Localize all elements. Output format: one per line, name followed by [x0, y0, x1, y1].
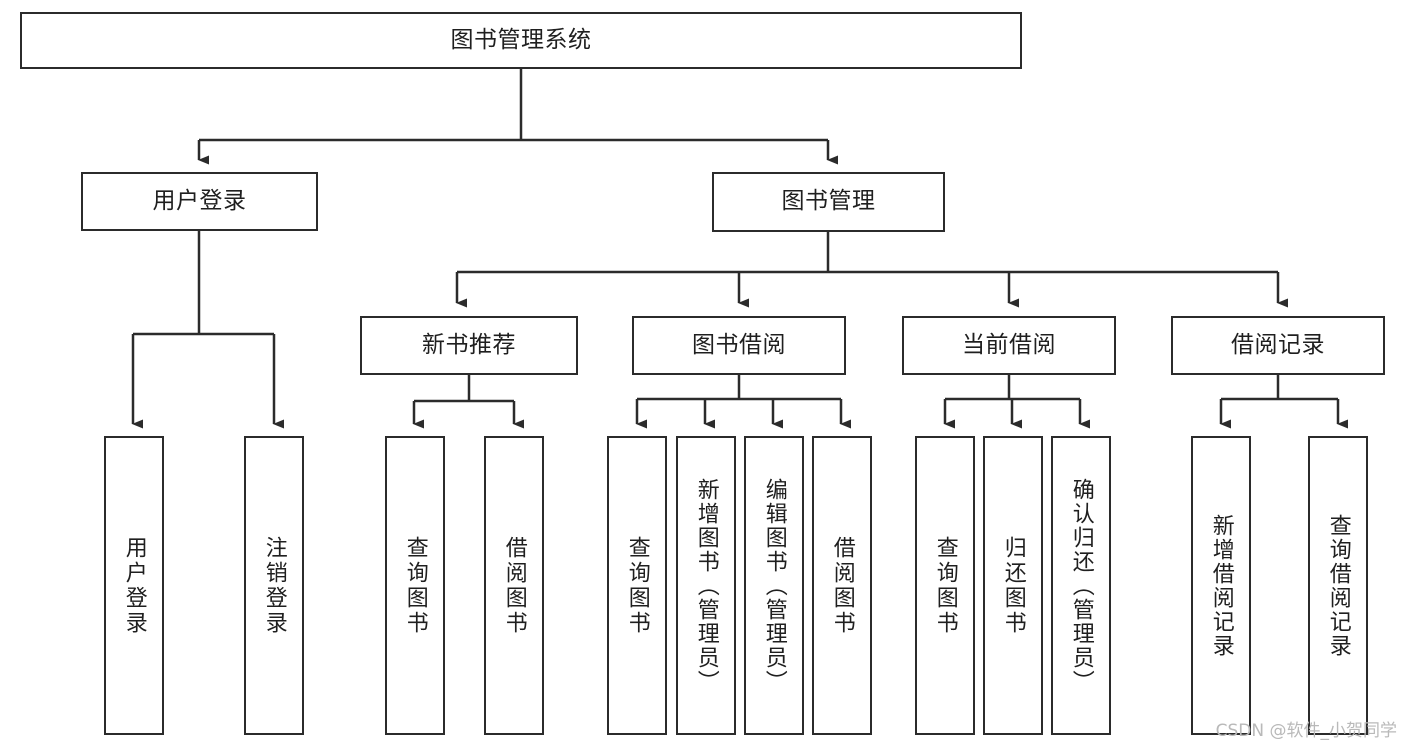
node-label: 借阅记录: [1231, 331, 1325, 358]
node-label: 查询借阅记录: [1325, 513, 1351, 658]
node-leaf-logout[interactable]: 注销登录: [244, 436, 304, 735]
node-leaf-borrow-book-2[interactable]: 借阅图书: [812, 436, 872, 735]
node-leaf-query-book-2[interactable]: 查询图书: [607, 436, 667, 735]
node-label: 编辑图书（管理员）: [761, 477, 787, 694]
node-leaf-confirm-return[interactable]: 确认归还（管理员）: [1051, 436, 1111, 735]
node-leaf-return-book[interactable]: 归还图书: [983, 436, 1043, 735]
node-leaf-add-book[interactable]: 新增图书（管理员）: [676, 436, 736, 735]
node-label: 新增借阅记录: [1208, 513, 1234, 658]
node-leaf-query-record[interactable]: 查询借阅记录: [1308, 436, 1368, 735]
node-leaf-user-login[interactable]: 用户登录: [104, 436, 164, 735]
csdn-watermark: CSDN @软件_小贺同学: [1215, 721, 1397, 741]
node-label: 图书管理系统: [450, 26, 592, 53]
node-label: 新书推荐: [422, 331, 516, 358]
node-label: 归还图书: [1000, 535, 1026, 636]
node-new-book-recommend[interactable]: 新书推荐: [360, 316, 578, 375]
node-current-borrow[interactable]: 当前借阅: [902, 316, 1116, 375]
node-label: 查询图书: [402, 535, 428, 636]
node-leaf-query-book-3[interactable]: 查询图书: [915, 436, 975, 735]
node-label: 注销登录: [261, 535, 287, 636]
node-leaf-query-book-1[interactable]: 查询图书: [385, 436, 445, 735]
node-leaf-edit-book[interactable]: 编辑图书（管理员）: [744, 436, 804, 735]
node-label: 查询图书: [624, 535, 650, 636]
node-label: 图书借阅: [692, 331, 786, 358]
node-book-borrow[interactable]: 图书借阅: [632, 316, 846, 375]
node-label: 新增图书（管理员）: [693, 477, 719, 694]
node-label: 图书管理: [781, 188, 876, 215]
node-leaf-add-record[interactable]: 新增借阅记录: [1191, 436, 1251, 735]
node-label: 查询图书: [932, 535, 958, 636]
node-book-management[interactable]: 图书管理: [712, 172, 945, 232]
node-label: 用户登录: [121, 535, 147, 636]
node-label: 确认归还（管理员）: [1068, 477, 1094, 694]
node-root-book-management-system[interactable]: 图书管理系统: [20, 12, 1022, 69]
node-label: 借阅图书: [501, 535, 527, 636]
node-label: 当前借阅: [962, 331, 1056, 358]
node-leaf-borrow-book-1[interactable]: 借阅图书: [484, 436, 544, 735]
node-label: 借阅图书: [829, 535, 855, 636]
node-label: 用户登录: [152, 187, 247, 214]
node-user-login[interactable]: 用户登录: [81, 172, 318, 231]
node-borrow-record[interactable]: 借阅记录: [1171, 316, 1385, 375]
